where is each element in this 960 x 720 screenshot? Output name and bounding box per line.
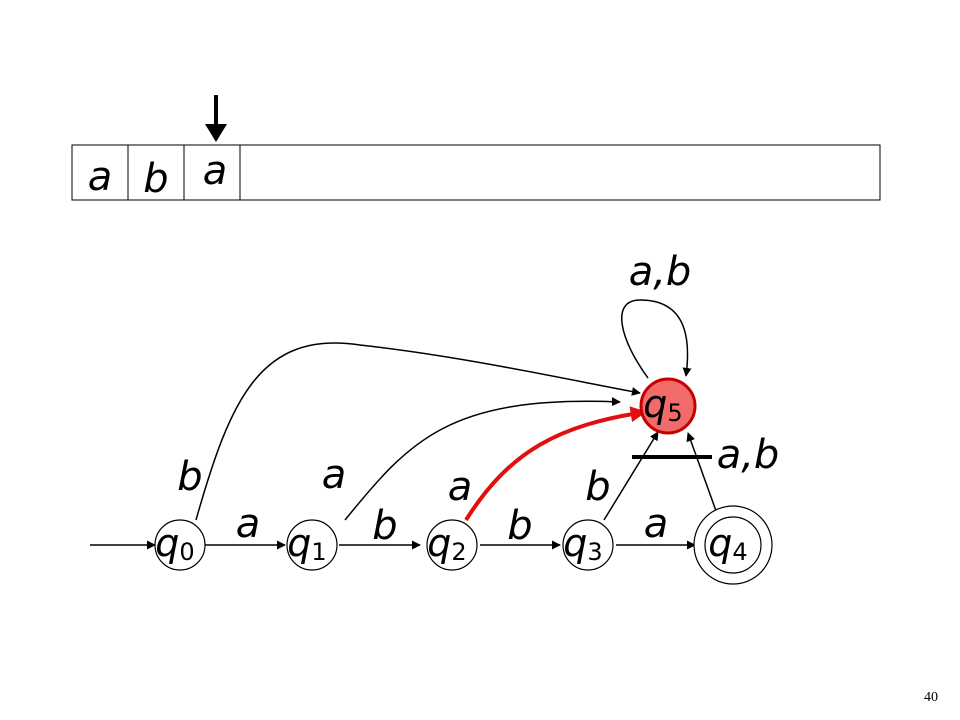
read-head-arrow-icon: [205, 95, 227, 142]
input-tape: a b a: [71, 144, 881, 202]
tape-cell-0: a: [88, 154, 113, 200]
svg-text:q3: q3: [563, 521, 602, 566]
label-q1-q2: b: [372, 503, 397, 549]
label-q0-q1: a: [236, 501, 261, 547]
state-q1: q1: [286, 519, 338, 571]
tape-cell-2: a: [203, 148, 228, 194]
edge-q1-q5: [344, 397, 621, 521]
state-q5-highlighted: q5: [639, 377, 697, 435]
label-q0-q5: b: [177, 454, 202, 500]
label-q3-q4: a: [644, 501, 669, 547]
edge-q2-q5-active: [464, 406, 647, 522]
label-q4-q5: a,b: [717, 432, 780, 478]
svg-text:q1: q1: [287, 521, 326, 566]
label-q3-q5: b: [585, 464, 610, 510]
edge-q4-q5: [686, 432, 721, 523]
edge-q0-q5: [195, 342, 641, 521]
transitions: [195, 299, 721, 550]
label-q2-q5: a: [448, 464, 473, 510]
state-q0: q0: [154, 519, 206, 571]
svg-text:q2: q2: [427, 521, 466, 566]
tape-cell-1: b: [143, 156, 168, 202]
svg-text:q5: q5: [643, 382, 682, 427]
state-q2: q2: [426, 519, 478, 571]
label-q1-q5: a: [322, 452, 347, 498]
svg-text:q0: q0: [155, 521, 194, 566]
state-q3: q3: [562, 519, 614, 571]
edge-q5-q5-loop: [621, 299, 692, 379]
page-number: 40: [924, 690, 938, 705]
label-q2-q3: b: [507, 503, 532, 549]
tape-outline: [71, 144, 881, 201]
svg-text:q4: q4: [708, 521, 747, 566]
label-q5-loop: a,b: [629, 249, 692, 295]
transition-labels: a b b a b a a b a,b a,b: [177, 249, 779, 549]
state-q4-accepting: q4: [693, 505, 773, 585]
edge-q3-q5: [603, 431, 659, 521]
